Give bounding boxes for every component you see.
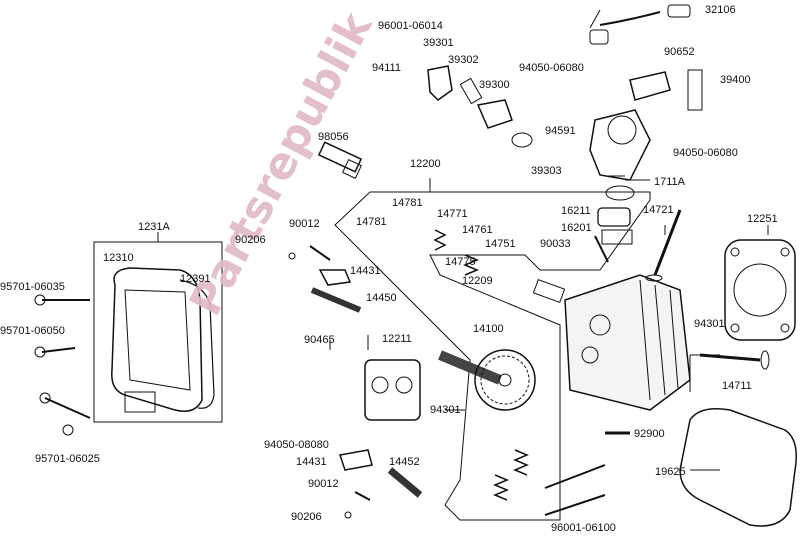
label-1711A: 1711A bbox=[654, 176, 685, 188]
label-12251: 12251 bbox=[747, 213, 778, 225]
label-14751: 14751 bbox=[485, 238, 516, 250]
label-95701-06035: 95701-06035 bbox=[0, 281, 65, 293]
camshaft bbox=[438, 350, 502, 385]
label-12310: 12310 bbox=[103, 252, 134, 264]
label-90033: 90033 bbox=[540, 238, 571, 250]
label-94591: 94591 bbox=[545, 125, 576, 137]
label-16211: 16211 bbox=[561, 205, 591, 217]
label-1231A: 1231A bbox=[138, 221, 170, 233]
cam-sprocket bbox=[474, 349, 536, 411]
valve-spring bbox=[433, 229, 447, 251]
label-39301: 39301 bbox=[423, 37, 454, 49]
o-ring bbox=[605, 185, 635, 201]
gasket-19625 bbox=[679, 408, 797, 527]
label-12211: 12211 bbox=[382, 333, 412, 345]
label-96001-06100: 96001-06100 bbox=[551, 522, 616, 534]
label-90465: 90465 bbox=[304, 334, 335, 346]
label-14761: 14761 bbox=[462, 224, 493, 236]
label-14781-b: 14781 bbox=[356, 216, 387, 228]
valve-14721 bbox=[653, 209, 682, 276]
label-12200: 12200 bbox=[410, 158, 441, 170]
label-12391: 12391 bbox=[180, 273, 211, 285]
rocker-shaft-14452 bbox=[387, 467, 423, 498]
label-14452: 14452 bbox=[389, 456, 420, 468]
label-39300: 39300 bbox=[479, 79, 510, 91]
label-16201: 16201 bbox=[561, 222, 592, 234]
cylinder-head bbox=[564, 274, 691, 411]
label-94111: 94111 bbox=[372, 62, 401, 74]
label-14431-a: 14431 bbox=[350, 265, 381, 277]
bolt-95701-06025 bbox=[44, 397, 91, 419]
label-92900: 92900 bbox=[634, 428, 665, 440]
seal-39303 bbox=[511, 132, 533, 148]
label-95701-06050: 95701-06050 bbox=[0, 325, 65, 337]
label-98056: 98056 bbox=[318, 131, 349, 143]
label-14771: 14771 bbox=[437, 208, 468, 220]
label-90012-a: 90012 bbox=[289, 218, 320, 230]
hose-clamp-90652 bbox=[629, 71, 671, 101]
label-95701-06025: 95701-06025 bbox=[35, 453, 100, 465]
rocker-arm-14431-lower bbox=[339, 449, 373, 471]
valve-cover-gasket bbox=[179, 279, 215, 409]
label-14781-a: 14781 bbox=[392, 197, 423, 209]
label-94050-06080-top: 94050-06080 bbox=[519, 62, 584, 74]
valve-cover-tab bbox=[124, 391, 156, 413]
stud-bolt bbox=[544, 464, 606, 489]
sensor-39400 bbox=[687, 69, 703, 111]
sensor-wire-32106 bbox=[599, 11, 661, 26]
label-14100: 14100 bbox=[473, 323, 504, 335]
label-39302: 39302 bbox=[448, 54, 479, 66]
label-14431-b: 14431 bbox=[296, 456, 327, 468]
label-39303: 39303 bbox=[531, 165, 562, 177]
label-14450: 14450 bbox=[366, 292, 397, 304]
label-94301-b: 94301 bbox=[430, 404, 461, 416]
rocker-arm-14431 bbox=[318, 269, 352, 286]
label-94050-06080-right: 94050-06080 bbox=[673, 147, 738, 159]
bolt-95701-06050 bbox=[41, 347, 76, 353]
cylinder-head-group-outline bbox=[334, 191, 651, 521]
head-gasket bbox=[724, 239, 796, 341]
label-14721: 14721 bbox=[643, 204, 674, 216]
label-12209: 12209 bbox=[462, 275, 493, 287]
injector-39300 bbox=[476, 99, 513, 129]
rocker-shaft-14450 bbox=[310, 287, 362, 313]
label-90652: 90652 bbox=[664, 46, 695, 58]
gasket-16211 bbox=[597, 207, 631, 227]
camshaft-holder bbox=[364, 359, 421, 421]
label-19625: 19625 bbox=[655, 466, 686, 478]
spark-plug bbox=[317, 141, 363, 173]
valve-cover-inner bbox=[124, 289, 191, 391]
plate-16201 bbox=[601, 229, 633, 245]
label-90012-b: 90012 bbox=[308, 478, 339, 490]
intake-manifold bbox=[589, 109, 651, 181]
label-94050-08080: 94050-08080 bbox=[264, 439, 329, 451]
label-90206-a: 90206 bbox=[235, 234, 266, 246]
bolt-head-icon bbox=[34, 294, 46, 306]
valve-cover-shape bbox=[111, 267, 203, 412]
label-32106: 32106 bbox=[705, 4, 736, 16]
label-14775: 14775 bbox=[445, 256, 476, 268]
label-39400: 39400 bbox=[720, 74, 751, 86]
valve-14711 bbox=[699, 353, 761, 362]
guide-12209 bbox=[532, 278, 566, 304]
label-14711: 14711 bbox=[722, 380, 752, 392]
label-90206-b: 90206 bbox=[291, 511, 322, 523]
label-94301-a: 94301 bbox=[694, 318, 725, 330]
label-96001-06014: 96001-06014 bbox=[378, 20, 443, 32]
injector-holder bbox=[427, 65, 453, 101]
